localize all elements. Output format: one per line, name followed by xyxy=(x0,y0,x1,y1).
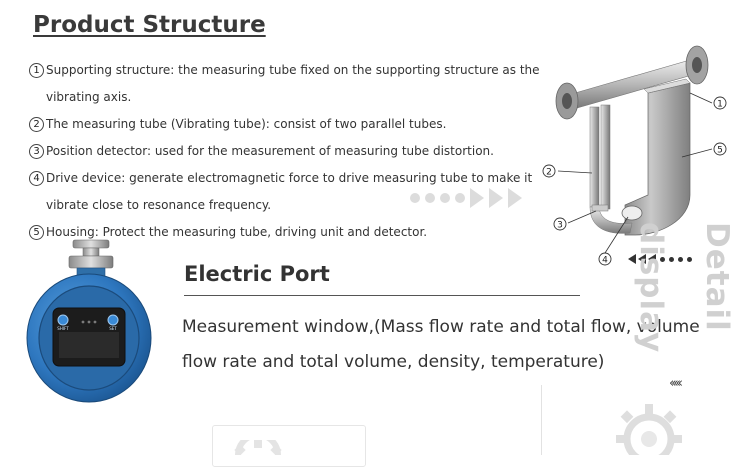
back-arrows-decoration xyxy=(628,254,692,264)
callout-3: 3 xyxy=(553,217,567,231)
item-text: Position detector: used for the measurem… xyxy=(46,144,494,158)
callout-label: 3 xyxy=(557,221,563,231)
electric-port-description: Measurement window,(Mass flow rate and t… xyxy=(182,317,700,372)
callout-4: 4 xyxy=(598,252,612,266)
arrow-left-icon xyxy=(638,254,646,264)
item-text: Supporting structure: the measuring tube… xyxy=(46,63,540,104)
list-item: 3 Position detector: used for the measur… xyxy=(29,138,589,165)
item-text: Housing: Protect the measuring tube, dri… xyxy=(46,225,428,239)
forward-arrows-decoration xyxy=(410,188,522,208)
dot-icon xyxy=(678,256,683,262)
callout-label: 1 xyxy=(717,100,723,110)
arrow-right-icon xyxy=(508,188,522,208)
transmitter-head-image: SHIFT SET xyxy=(26,239,152,403)
item-number: 3 xyxy=(29,144,44,159)
dot-icon xyxy=(660,256,665,262)
coriolis-sensor-diagram: 1 5 2 3 4 xyxy=(542,45,727,266)
divider xyxy=(184,295,580,296)
list-item: 4 Drive device: generate electromagnetic… xyxy=(29,165,541,219)
dot-icon xyxy=(455,193,465,203)
item-text: The measuring tube (Vibrating tube): con… xyxy=(46,117,447,131)
arrow-left-icon xyxy=(628,254,636,264)
item-number: 4 xyxy=(29,171,44,186)
set-button-label: SET xyxy=(109,326,117,331)
callout-label: 5 xyxy=(717,146,723,156)
electric-port-title: Electric Port xyxy=(184,262,330,286)
callout-2: 2 xyxy=(542,164,556,178)
chevrons-left-icon: ‹‹‹‹‹ xyxy=(669,376,683,391)
gear-icon xyxy=(234,440,282,455)
callout-1: 1 xyxy=(713,96,727,110)
dot-icon xyxy=(669,256,674,262)
detail-display-banner: Detail display xyxy=(633,222,735,354)
callout-label: 2 xyxy=(546,168,552,178)
item-number: 2 xyxy=(29,117,44,132)
structure-list: 1 Supporting structure: the measuring tu… xyxy=(29,57,589,246)
callout-label: 4 xyxy=(602,256,608,266)
dot-icon xyxy=(425,193,435,203)
divider xyxy=(541,385,542,455)
list-item: 1 Supporting structure: the measuring tu… xyxy=(29,57,589,111)
dot-icon xyxy=(687,256,692,262)
arrow-right-icon xyxy=(470,188,484,208)
list-item: 5 Housing: Protect the measuring tube, d… xyxy=(29,219,589,246)
list-item: 2 The measuring tube (Vibrating tube): c… xyxy=(29,111,589,138)
dot-icon xyxy=(410,193,420,203)
arrow-right-icon xyxy=(489,188,503,208)
item-number: 1 xyxy=(29,63,44,78)
dot-icon xyxy=(440,193,450,203)
item-number: 5 xyxy=(29,225,44,240)
shift-button-label: SHIFT xyxy=(57,326,69,331)
item-text: Drive device: generate electromagnetic f… xyxy=(46,171,533,212)
product-structure-title: Product Structure xyxy=(33,12,266,38)
gear-icon xyxy=(616,404,682,455)
arrow-left-icon xyxy=(648,254,656,264)
callout-5: 5 xyxy=(713,142,727,156)
